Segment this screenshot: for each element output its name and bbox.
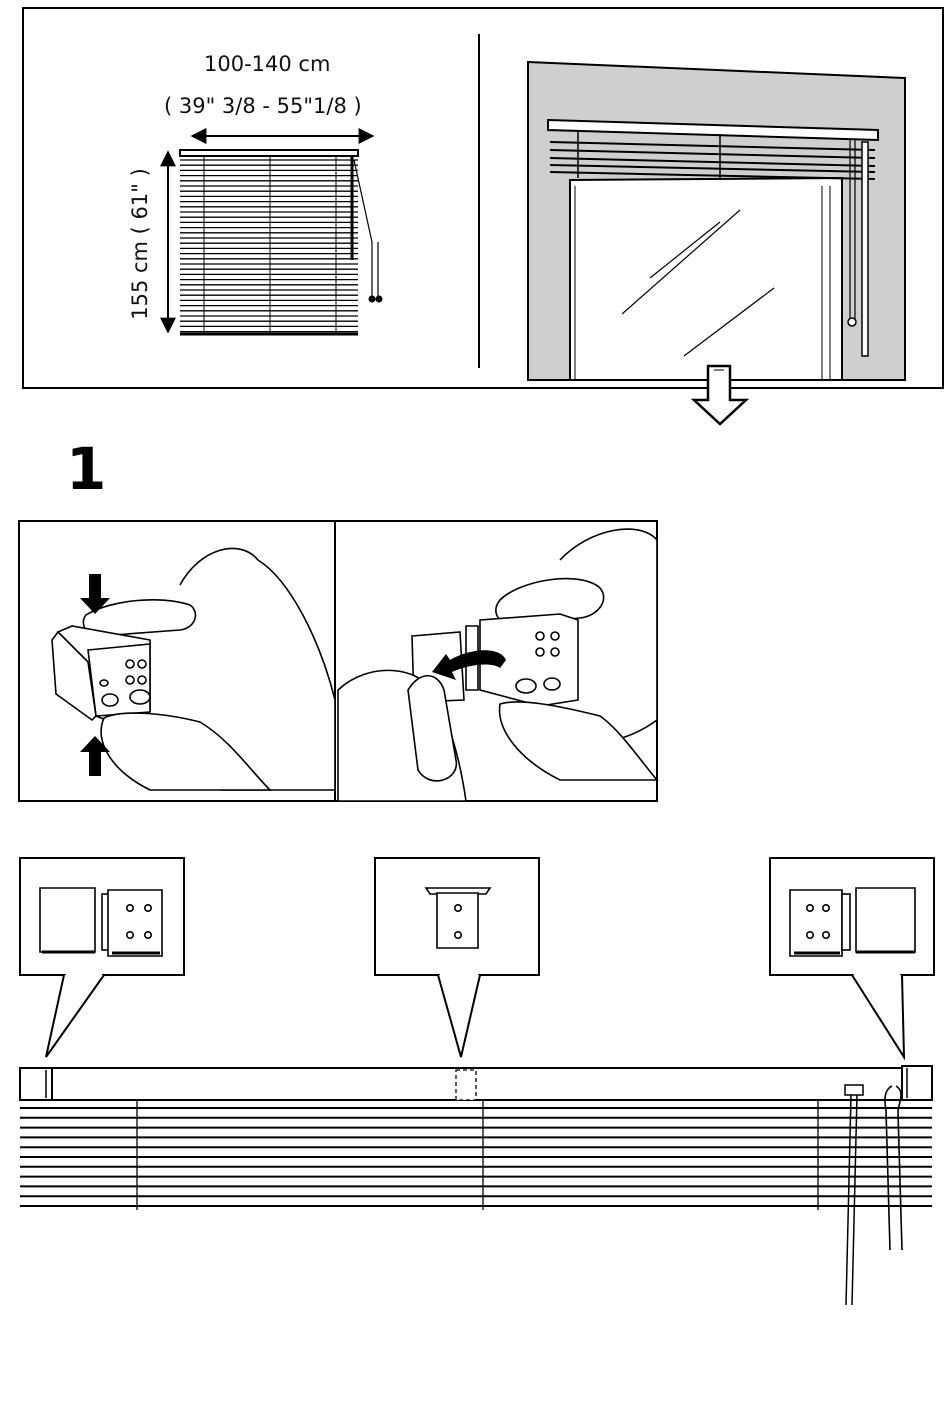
blind-front-view [180, 150, 382, 334]
blind-slats [20, 1108, 932, 1206]
height-label: 155 cm ( 61" ) [128, 144, 152, 344]
window-scene [528, 62, 905, 380]
pull-cord [846, 1095, 857, 1305]
headrail [20, 1066, 932, 1100]
ladder-strings [137, 1100, 818, 1210]
step-number: 1 [66, 440, 106, 498]
width-range-label: 100-140 cm [204, 52, 330, 76]
tilt-wand [885, 1086, 902, 1250]
width-range-inch-label: ( 39" 3/8 - 55"1/8 ) [164, 94, 362, 118]
